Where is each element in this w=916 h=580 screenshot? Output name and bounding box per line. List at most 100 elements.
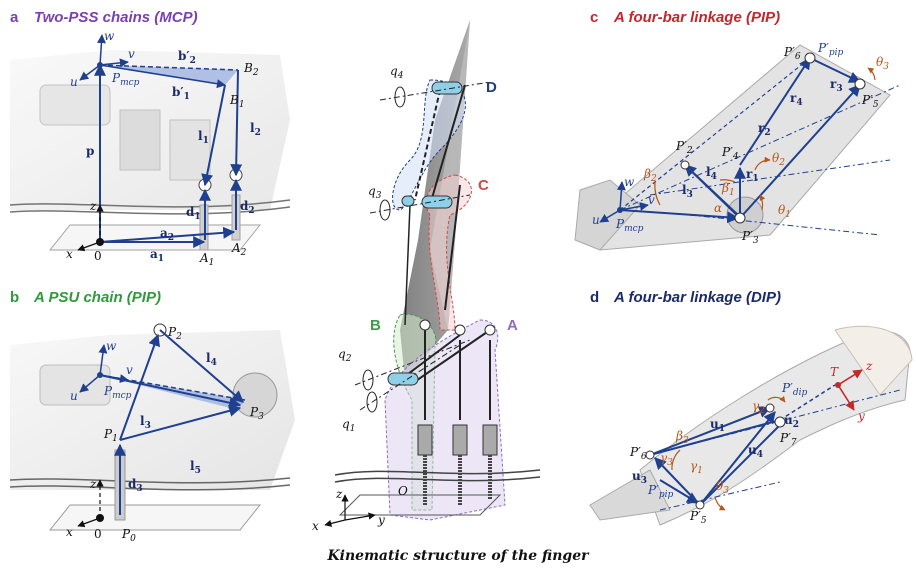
panel-a-title: Two-PSS chains (MCP)	[34, 9, 198, 26]
panel-b: b A PSU chain (PIP) w u v Pmcp z x	[9, 289, 295, 544]
d-Ppip-label: P′pip	[647, 483, 673, 500]
q2-label: q2	[338, 347, 352, 364]
c-v-label: v	[648, 193, 655, 207]
c-P5p-label: P′5	[861, 93, 879, 110]
a-u-label: u	[70, 75, 78, 89]
d-P7p-label: P′7	[779, 431, 797, 448]
c-r4-label: r4	[790, 91, 803, 108]
a-origin-label: 0	[94, 249, 102, 263]
panel-a-mechanism-illustration	[9, 50, 291, 251]
group-C-label: C	[478, 177, 489, 194]
panel-c-letter: c	[590, 9, 598, 26]
d-T-label: T	[830, 365, 839, 379]
panel-d-mechanism-illustration	[589, 325, 913, 526]
d-y-label: y	[857, 409, 865, 423]
center-origin-label: O	[398, 484, 408, 498]
group-A-label: A	[507, 317, 518, 334]
center-y-label: y	[377, 513, 385, 527]
c-theta1-label: θ1	[778, 203, 791, 220]
a-A2-label: A2	[231, 241, 247, 258]
b-P1-label: P1	[103, 427, 118, 444]
panel-b-mechanism-illustration	[9, 323, 295, 531]
b-P3-label: P3	[249, 405, 264, 422]
c-r3-label: r3	[830, 77, 843, 94]
panel-d-title: A four-bar linkage (DIP)	[613, 289, 781, 306]
a-l2-label: l2	[250, 121, 261, 138]
center-x-label: x	[312, 519, 319, 533]
panel-b-title: A PSU chain (PIP)	[33, 289, 161, 306]
b-d3-label: d3	[128, 477, 143, 494]
a-B1-label: B1	[229, 93, 245, 110]
d-z-label: z	[865, 359, 873, 373]
d-P5p-label: P′5	[689, 509, 707, 526]
c-Ppip-label: P′pip	[817, 41, 843, 58]
d-gamma3-label: γ3	[660, 451, 673, 468]
c-r2-label: r2	[758, 121, 771, 138]
a-a2-label: a2	[160, 226, 174, 243]
a-z-label: z	[89, 199, 97, 213]
b-P2-label: P2	[167, 325, 182, 342]
d-beta3-label: β3	[675, 429, 689, 446]
b-u-label: u	[70, 389, 78, 403]
a-x-label: x	[66, 247, 73, 261]
c-pmcp-label: Pmcp	[615, 217, 644, 234]
panel-d-letter: d	[590, 289, 599, 306]
a-pmcp-label: Pmcp	[111, 71, 140, 88]
c-P2p-label: P′2	[675, 139, 693, 156]
a-v-label: v	[128, 47, 135, 61]
c-beta1-label: β1	[721, 181, 735, 198]
b-l5-label: l5	[190, 459, 201, 476]
revolute-joints	[387, 81, 496, 386]
panel-a-letter: a	[10, 9, 19, 26]
b-z-label: z	[89, 477, 97, 491]
panel-b-letter: b	[10, 289, 19, 306]
c-u-label: u	[592, 213, 600, 227]
a-p-label: p	[86, 144, 94, 158]
d-P6p-label: P′6	[629, 445, 647, 462]
d-Pdip-label: P′dip	[781, 381, 807, 398]
c-alpha-label: α	[714, 201, 722, 215]
c-theta3-label: θ3	[876, 55, 889, 72]
q4-label: q4	[390, 64, 404, 81]
group-B-label: B	[370, 317, 381, 334]
group-D-label: D	[486, 79, 497, 96]
d-u4-label: u4	[748, 443, 763, 460]
a-b1p-label: b′1	[172, 85, 190, 102]
c-w-label: w	[624, 175, 635, 189]
c-P6p-label: P′6	[783, 45, 801, 62]
c-P4p-label: P′4	[721, 145, 739, 162]
d-theta3-label: θ3	[716, 479, 729, 496]
d-u2-label: u2	[784, 413, 799, 430]
a-l1-label: l1	[198, 129, 209, 146]
d-u1-label: u1	[710, 417, 725, 434]
q3-label: q3	[368, 184, 382, 201]
c-beta2-label: β2	[643, 167, 657, 184]
a-w-label: w	[104, 29, 115, 43]
b-l3-label: l3	[140, 414, 151, 431]
q1-label: q1	[342, 417, 355, 434]
c-l3-label: l3	[682, 183, 693, 200]
center-z-label: z	[335, 487, 343, 501]
panel-d: d A four-bar linkage (DIP) T z y P′dip γ…	[589, 289, 913, 526]
a-d1-label: d1	[186, 205, 201, 222]
d-u3-label: u3	[632, 469, 647, 486]
panel-c-title: A four-bar linkage (PIP)	[613, 9, 780, 26]
center-finger-structure: q4 q3 q2 q1 D C B A z x y O Kinematic st…	[312, 20, 590, 564]
panel-a: a Two-PSS chains (MCP) w u v Pmcp	[9, 9, 291, 268]
a-d2-label: d2	[240, 199, 255, 216]
b-P0-label: P0	[121, 527, 136, 544]
b-origin-label: 0	[94, 527, 102, 541]
b-l4-label: l4	[206, 351, 217, 368]
b-w-label: w	[106, 339, 117, 353]
figure-caption: Kinematic structure of the finger	[327, 548, 591, 564]
b-x-label: x	[66, 525, 73, 539]
b-pmcp-label: Pmcp	[103, 384, 132, 401]
d-gamma2-label: γ2	[752, 399, 765, 416]
d-gamma1-label: γ1	[690, 459, 703, 476]
a-a1-label: a1	[150, 247, 164, 264]
a-B2-label: B2	[243, 61, 259, 78]
b-v-label: v	[126, 363, 133, 377]
c-theta2-label: θ2	[772, 151, 785, 168]
